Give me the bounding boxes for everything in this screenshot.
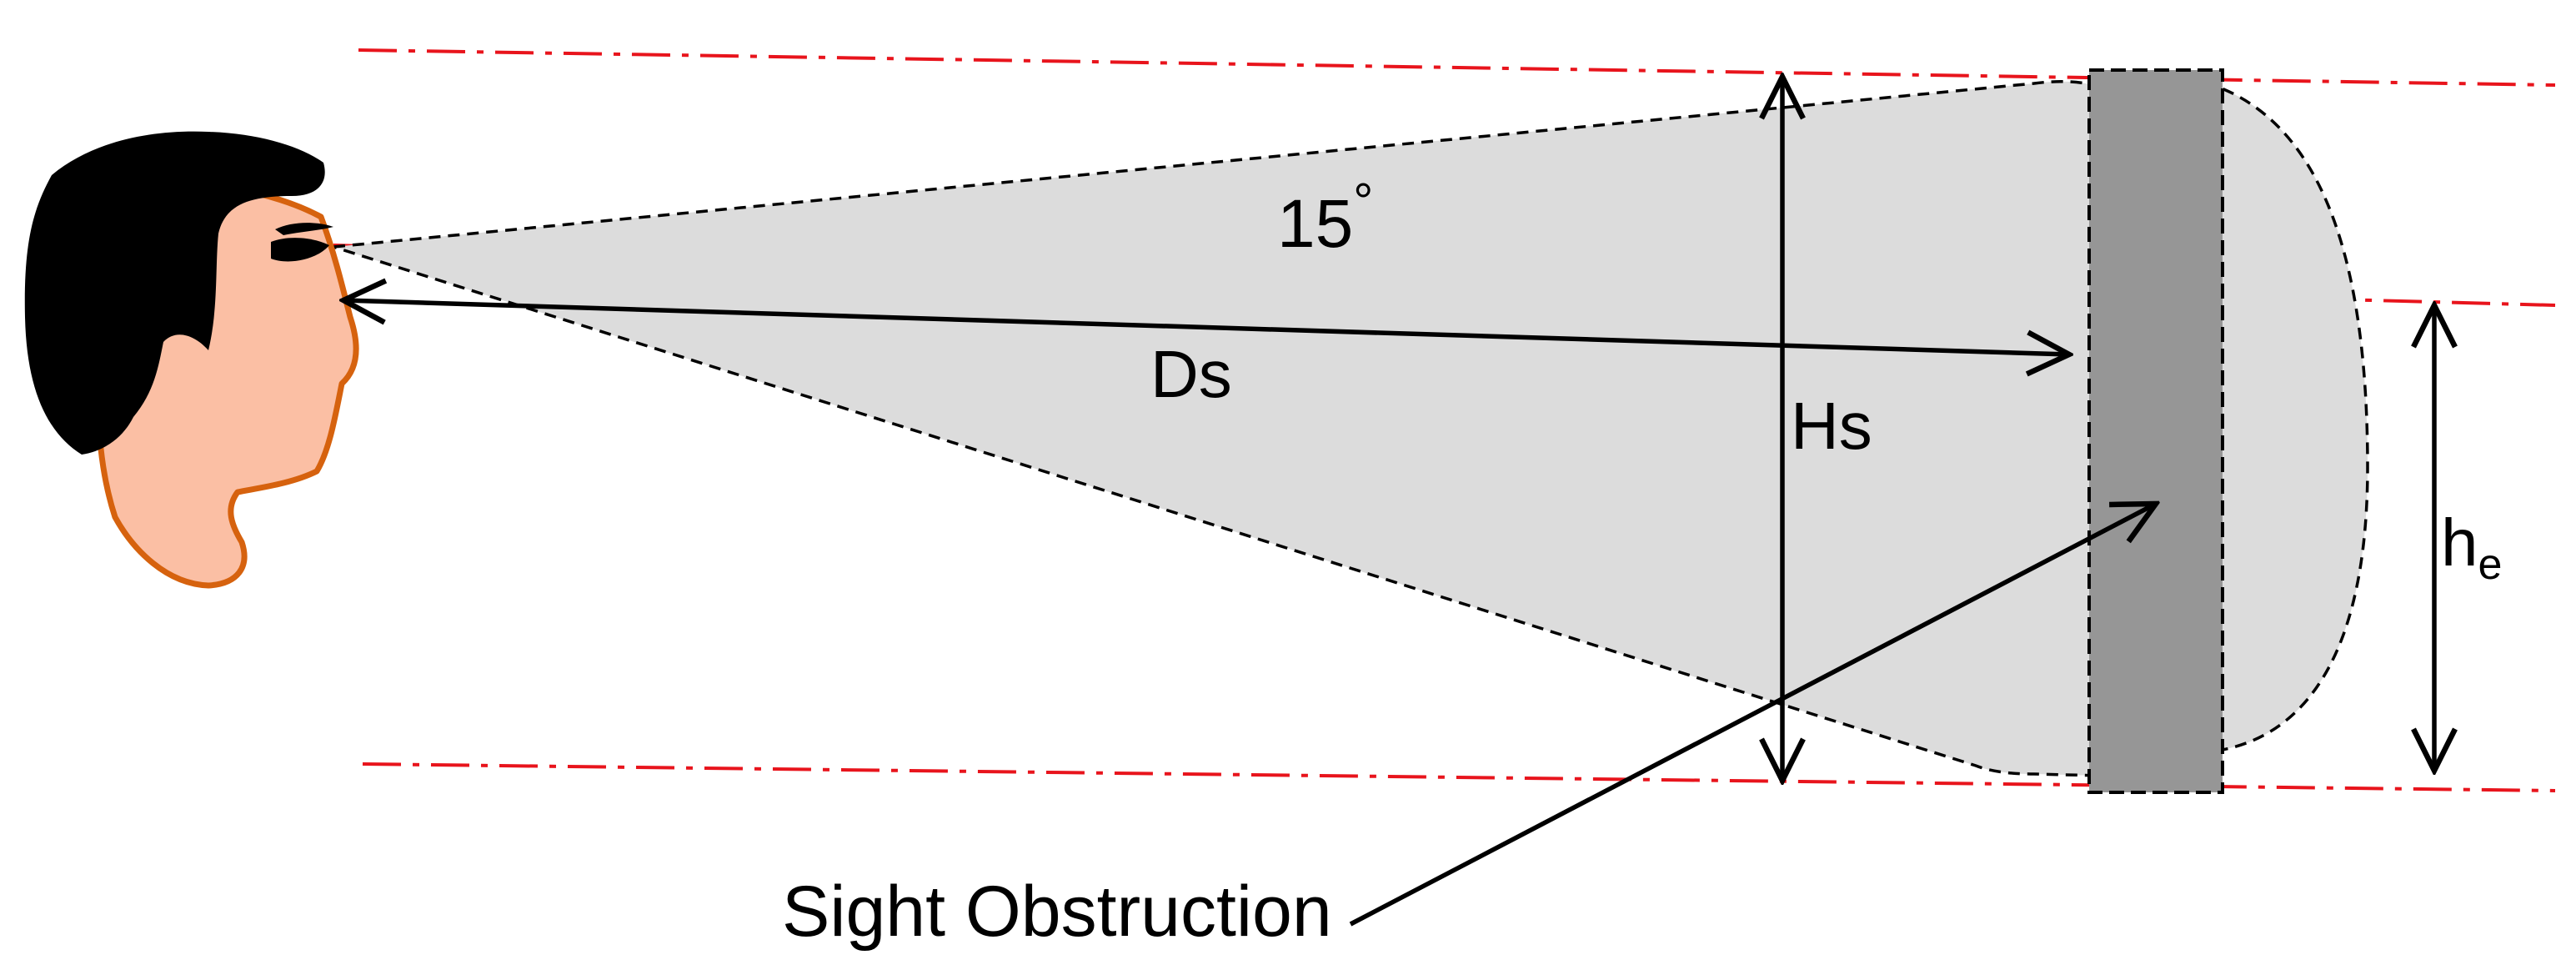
degree-symbol: ° <box>1353 173 1373 229</box>
guide-line-top <box>358 48 2556 87</box>
he-label-subscript: e <box>2478 540 2503 589</box>
ds-label: Ds <box>1150 337 1232 411</box>
angle-label: 15° <box>1277 173 1373 262</box>
obstruction-label: Sight Obstruction <box>782 872 1332 952</box>
obstruction-leader-arrow <box>1349 504 2156 927</box>
person-head-profile-icon <box>24 131 359 589</box>
sight-cone <box>333 80 2369 777</box>
he-label-main: h <box>2441 505 2478 580</box>
guide-line-bottom <box>362 762 2556 792</box>
angle-value: 15 <box>1277 186 1353 262</box>
obstruction-block <box>2087 68 2224 794</box>
hair <box>24 131 325 455</box>
eye <box>271 238 329 262</box>
eyebrow <box>275 223 333 235</box>
he-label: he <box>2441 505 2502 589</box>
hs-label: Hs <box>1791 389 1872 463</box>
